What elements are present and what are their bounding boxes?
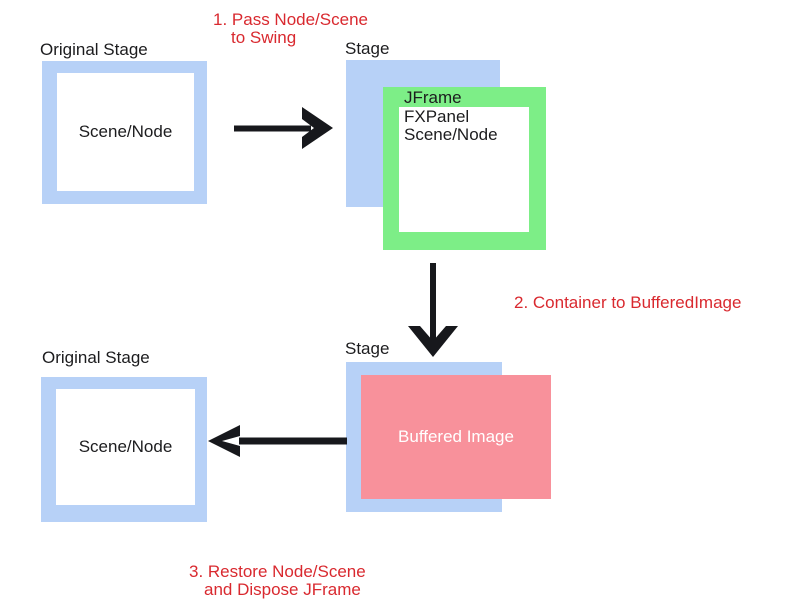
scene-node-box-top: Scene/Node [57, 73, 194, 191]
annotation-step1-line2: to Swing [231, 28, 297, 47]
jframe-inner-box: FXPanel Scene/Node [399, 107, 529, 232]
scene-node-label-bottom: Scene/Node [78, 437, 173, 456]
buffered-image-label: Buffered Image [398, 427, 514, 446]
arrow-left-icon [208, 425, 347, 457]
annotation-step3: 3. Restore Node/Scene and Dispose JFrame [189, 563, 366, 599]
label-original-stage-top: Original Stage [40, 40, 148, 59]
arrow-right-icon [234, 107, 333, 149]
jframe-title: JFrame [404, 88, 462, 107]
annotation-step3-line2: and Dispose JFrame [204, 580, 361, 599]
arrow-down-icon [408, 263, 458, 357]
original-stage-box-top: Scene/Node [42, 61, 207, 204]
buffered-image-box: Buffered Image [361, 375, 551, 499]
label-original-stage-bottom: Original Stage [42, 348, 150, 367]
label-stage-bottom: Stage [345, 339, 390, 358]
label-stage-top: Stage [345, 39, 390, 58]
annotation-step3-line1: 3. Restore Node/Scene [189, 562, 366, 581]
scene-node-label-jframe: Scene/Node [404, 124, 498, 144]
annotation-step2: 2. Container to BufferedImage [514, 294, 741, 312]
annotation-step1: 1. Pass Node/Scene to Swing [213, 11, 368, 47]
scene-node-label-top: Scene/Node [78, 122, 173, 141]
scene-node-box-bottom: Scene/Node [56, 389, 195, 505]
original-stage-box-bottom: Scene/Node [41, 377, 207, 522]
annotation-step2-line1: 2. Container to BufferedImage [514, 293, 742, 312]
annotation-step1-line1: 1. Pass Node/Scene [213, 10, 368, 29]
fxpanel-label: FXPanel [404, 107, 470, 126]
jframe-box: JFrame FXPanel Scene/Node [383, 87, 546, 250]
